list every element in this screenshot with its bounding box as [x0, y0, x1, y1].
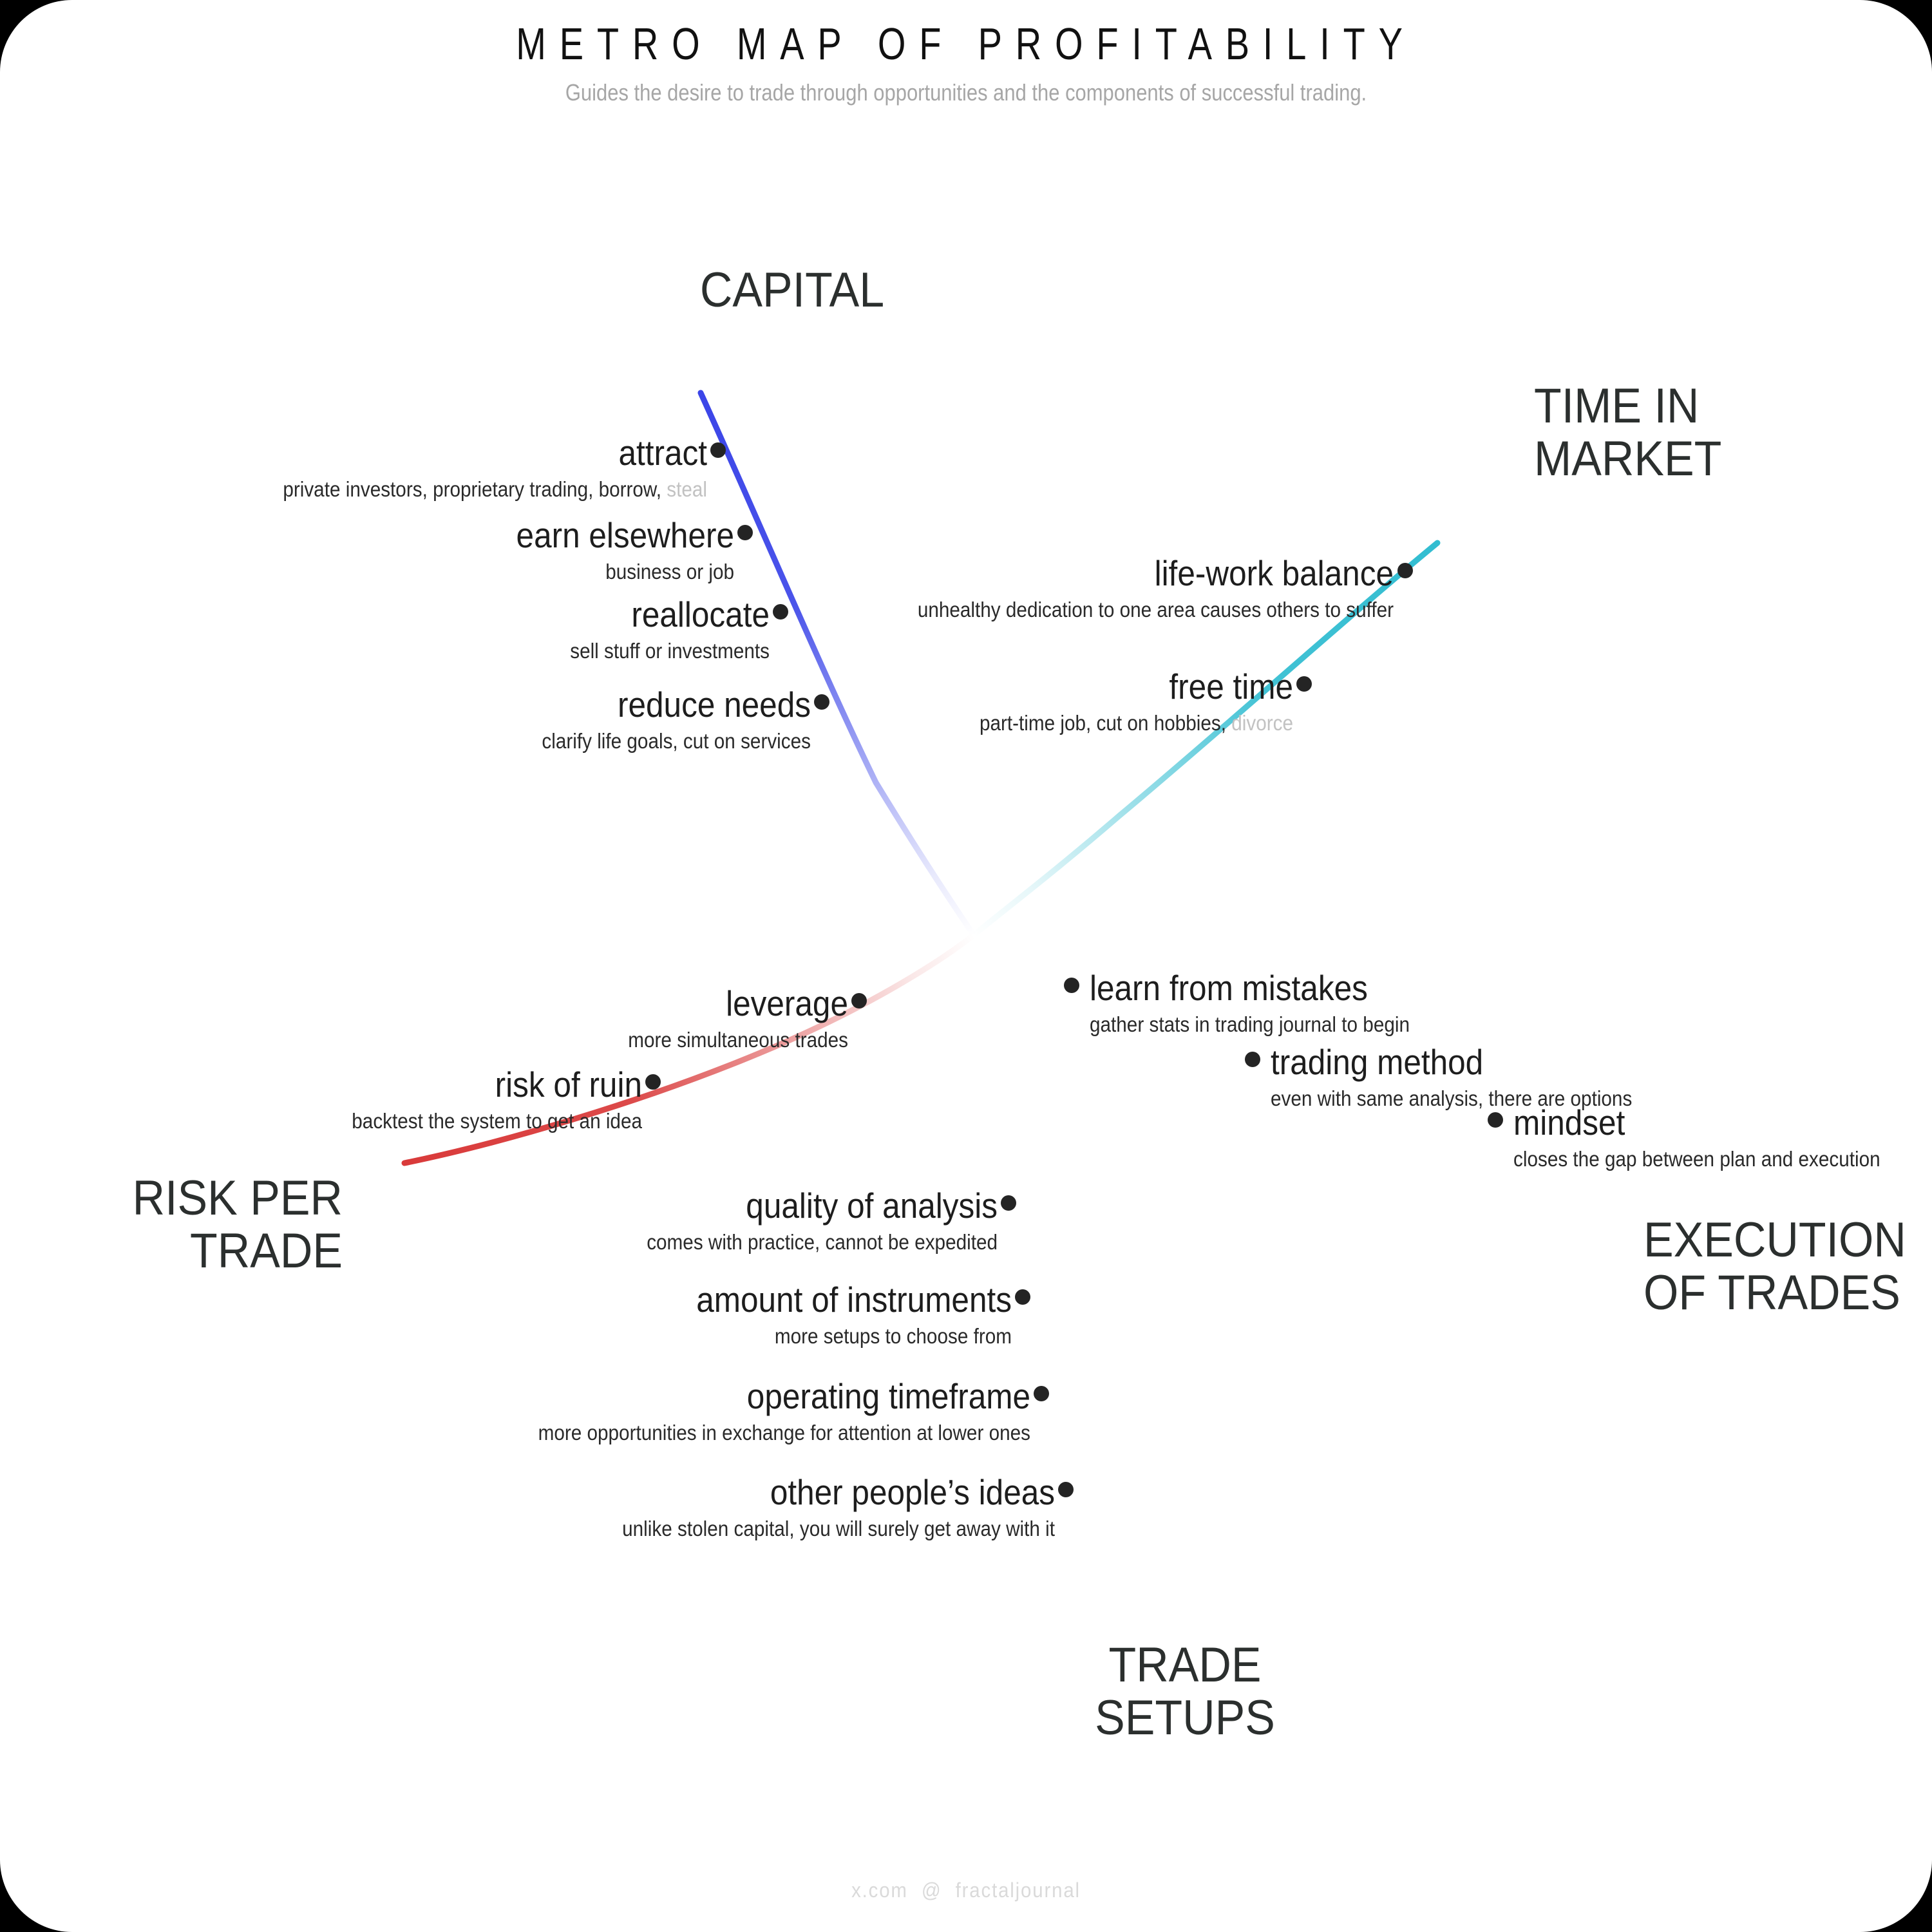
- station-dots: [645, 442, 1503, 1497]
- metro-line-risk_per_trade: [401, 932, 977, 1166]
- footer-at: @: [921, 1879, 942, 1902]
- station-dot[interactable]: [1015, 1289, 1030, 1305]
- station-dot[interactable]: [1064, 978, 1079, 993]
- station-name: trading method: [1271, 1042, 1484, 1082]
- station-dot[interactable]: [1058, 1482, 1074, 1497]
- footer-handle: fractaljournal: [955, 1879, 1081, 1902]
- terminal-label-risk_per_trade: RISK PER TRADE: [132, 1171, 343, 1279]
- station-dot[interactable]: [814, 694, 829, 710]
- station-capital-2[interactable]: reallocate sell stuff or investments: [0, 594, 770, 663]
- station-description-faded: divorce: [1231, 711, 1293, 735]
- station-dot[interactable]: [1488, 1112, 1503, 1128]
- header: METRO MAP OF PROFITABILITY Guides the de…: [0, 0, 1932, 106]
- station-description: private investors, proprietary trading, …: [283, 477, 707, 501]
- station-name: reduce needs: [618, 685, 811, 724]
- station-time_in_market-1[interactable]: free time part-time job, cut on hobbies, …: [263, 669, 1293, 734]
- station-description: more simultaneous trades: [628, 1028, 848, 1052]
- station-dot[interactable]: [737, 525, 753, 540]
- station-time_in_market-0[interactable]: life-work balance unhealthy dedication to…: [363, 553, 1394, 621]
- station-name: free time: [1169, 667, 1293, 706]
- metro-lines: [401, 390, 1548, 1544]
- station-description: unhealthy dedication to one area causes …: [917, 598, 1394, 621]
- station-dot[interactable]: [1245, 1052, 1260, 1067]
- station-name: reallocate: [631, 594, 770, 634]
- station-dot[interactable]: [710, 442, 726, 458]
- station-name: risk of ruin: [495, 1065, 642, 1104]
- station-description: unlike stolen capital, you will surely g…: [622, 1517, 1055, 1540]
- station-dot[interactable]: [1034, 1386, 1049, 1401]
- station-name: quality of analysis: [746, 1186, 998, 1226]
- metro-line-trade_setups: [971, 932, 1081, 1544]
- station-description: more opportunities in exchange for atten…: [538, 1421, 1030, 1444]
- station-dot[interactable]: [645, 1074, 661, 1090]
- station-name: operating timeframe: [746, 1376, 1030, 1416]
- station-risk_per_trade-1[interactable]: risk of ruin backtest the system to get a…: [0, 1067, 642, 1132]
- station-name: other people’s ideas: [770, 1472, 1055, 1512]
- station-description: gather stats in trading journal to begin: [1090, 1012, 1410, 1036]
- station-description: comes with practice, cannot be expedited: [647, 1230, 998, 1254]
- station-trade_setups-0[interactable]: quality of analysis comes with practice, …: [0, 1188, 998, 1253]
- station-description: part-time job, cut on hobbies, divorce: [979, 711, 1293, 735]
- station-dot[interactable]: [773, 604, 788, 620]
- station-description: closes the gap between plan and executio…: [1513, 1147, 1880, 1171]
- station-dot[interactable]: [1397, 563, 1413, 578]
- station-trade_setups-1[interactable]: amount of instruments more setups to choo…: [0, 1282, 1012, 1347]
- terminal-label-capital: CAPITAL: [699, 263, 885, 317]
- station-name: life-work balance: [1154, 553, 1394, 593]
- station-description: more setups to choose from: [774, 1324, 1012, 1348]
- station-description: backtest the system to get an idea: [352, 1109, 642, 1133]
- station-description: sell stuff or investments: [570, 639, 770, 663]
- station-description: business or job: [605, 560, 734, 583]
- metro-line-time_in_market: [971, 540, 1441, 938]
- terminal-label-time_in_market: TIME IN MARKET: [1534, 379, 1722, 487]
- terminal-label-execution_of_trades: EXECUTION OF TRADES: [1643, 1213, 1906, 1321]
- footer: x.com @ fractaljournal: [77, 1879, 1855, 1902]
- station-name: leverage: [726, 983, 848, 1023]
- metro-line-execution_of_trades: [971, 932, 1548, 1135]
- station-capital-0[interactable]: attract private investors, proprietary tr…: [0, 435, 707, 500]
- page-subtitle: Guides the desire to trade through oppor…: [565, 79, 1367, 106]
- station-name: amount of instruments: [696, 1280, 1012, 1320]
- page-title: METRO MAP OF PROFITABILITY: [516, 19, 1416, 69]
- station-execution_of_trades-1[interactable]: trading method even with same analysis, t…: [1271, 1042, 1672, 1110]
- station-execution_of_trades-0[interactable]: learn from mistakes gather stats in tradi…: [1090, 968, 1445, 1036]
- station-name: attract: [618, 433, 707, 473]
- station-dot[interactable]: [1296, 676, 1312, 692]
- station-capital-3[interactable]: reduce needs clarify life goals, cut on s…: [0, 687, 811, 752]
- station-trade_setups-3[interactable]: other people’s ideas unlike stolen capita…: [24, 1472, 1055, 1540]
- station-trade_setups-2[interactable]: operating timeframe more opportunities in…: [0, 1376, 1030, 1444]
- station-name: learn from mistakes: [1090, 968, 1368, 1008]
- metro-line-capital: [697, 390, 977, 938]
- station-dot[interactable]: [1001, 1195, 1016, 1211]
- station-name: earn elsewhere: [516, 515, 734, 555]
- station-dot[interactable]: [851, 993, 867, 1009]
- station-risk_per_trade-0[interactable]: leverage more simultaneous trades: [0, 983, 848, 1052]
- station-description: even with same analysis, there are optio…: [1271, 1086, 1633, 1110]
- station-name: mindset: [1513, 1103, 1625, 1142]
- station-description-faded: steal: [667, 477, 707, 501]
- terminal-label-trade_setups: TRADE SETUPS: [1095, 1638, 1275, 1746]
- footer-site: x.com: [851, 1879, 908, 1902]
- station-execution_of_trades-2[interactable]: mindset closes the gap between plan and e…: [1513, 1105, 1921, 1170]
- station-capital-1[interactable]: earn elsewhere business or job: [0, 515, 734, 583]
- station-description: clarify life goals, cut on services: [542, 729, 811, 753]
